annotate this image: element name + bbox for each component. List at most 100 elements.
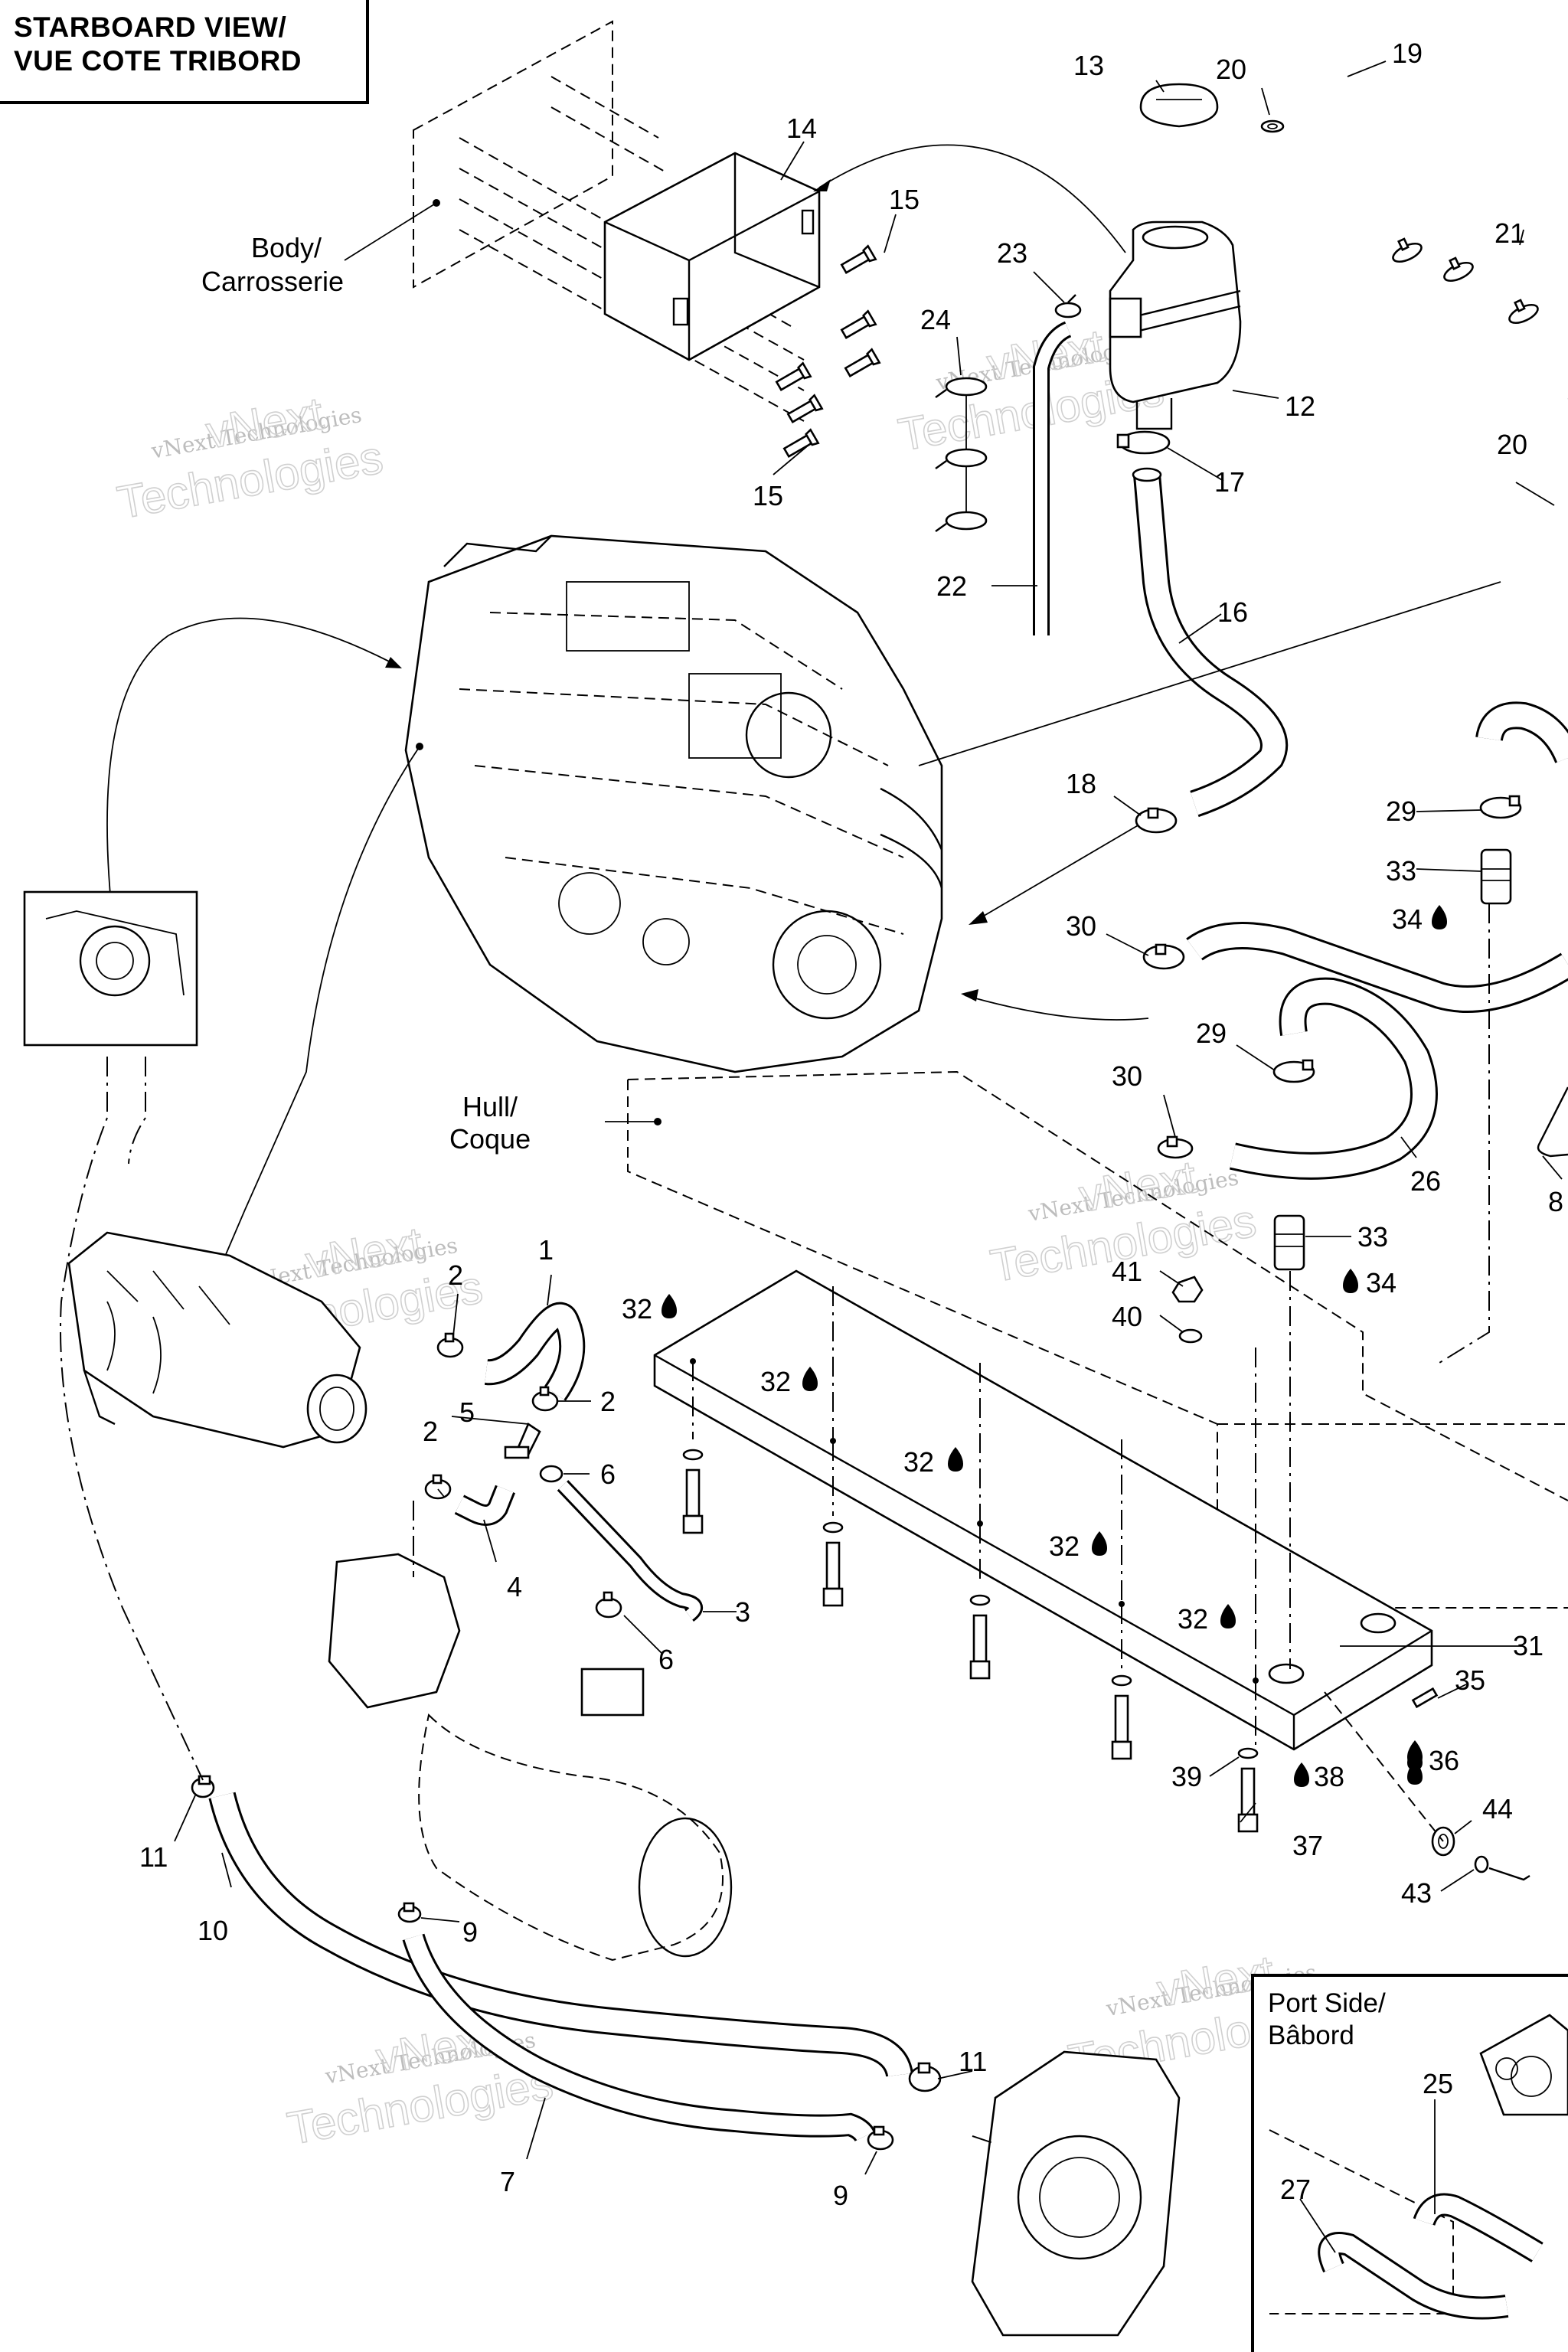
callout-6: 6: [658, 1644, 674, 1675]
inset-drawing: 25 27: [1269, 2014, 1568, 2320]
body-label-line1: Body/: [251, 232, 322, 263]
callout-4: 4: [507, 1571, 522, 1602]
clamp-9a: [397, 1902, 422, 1923]
drop-icon-36: [1407, 1746, 1423, 1770]
callout-24: 24: [920, 304, 951, 335]
radiator-cap: [1139, 83, 1219, 128]
muffler: [328, 1553, 733, 1962]
callout-7: 7: [500, 2166, 515, 2197]
hose-1: [484, 1302, 586, 1401]
callout-32: 32: [1049, 1530, 1080, 1562]
hull-label-line2: Coque: [449, 1123, 531, 1155]
body-label: Body/ Carrosserie: [201, 232, 344, 297]
fitting-33a: [1480, 848, 1512, 905]
callout-29: 29: [1196, 1018, 1227, 1049]
view-title-line1: STARBOARD VIEW/: [14, 11, 287, 43]
inset-title: Port Side/ Bâbord: [1268, 1988, 1386, 2052]
clamp-17: [1116, 430, 1171, 455]
clamps-21: [1392, 237, 1539, 325]
bracket: [603, 152, 821, 361]
callout-18: 18: [1066, 768, 1096, 799]
washer-40: [1178, 1328, 1203, 1344]
clamps-6: [539, 1465, 622, 1619]
callout-43: 43: [1401, 1877, 1432, 1909]
view-title-box: STARBOARD VIEW/ VUE COTE TRIBORD: [0, 0, 369, 104]
callout-32: 32: [1178, 1603, 1208, 1635]
clamp-20-top: [1260, 119, 1285, 133]
hose-3: [557, 1480, 703, 1622]
clamp-9b: [867, 2125, 894, 2151]
nut-41: [1171, 1276, 1204, 1303]
screw-35: [1411, 1687, 1439, 1709]
callout-37: 37: [1292, 1830, 1323, 1861]
clamps-2: [424, 1332, 559, 1500]
callout-6: 6: [600, 1459, 616, 1490]
pump-housing: [971, 2050, 1181, 2337]
callout-21: 21: [1494, 217, 1525, 249]
view-title-line2: VUE COTE TRIBORD: [14, 45, 302, 77]
clamps-24: [935, 377, 988, 532]
hose-19: [1252, 57, 1568, 408]
callout-32: 32: [622, 1293, 652, 1325]
drop-icon-38: [1294, 1762, 1309, 1787]
callout-36: 36: [1429, 1745, 1459, 1776]
inset-title-line2: Bâbord: [1268, 2020, 1354, 2050]
washer-43: [1474, 1855, 1530, 1881]
port-side-inset: Port Side/ Bâbord 25 27: [1251, 1974, 1568, 2352]
callout-2: 2: [448, 1259, 463, 1291]
callout-13: 13: [1073, 50, 1104, 81]
callout-11: 11: [139, 1841, 168, 1873]
long-dash-lines: [60, 1057, 996, 2145]
hose-4: [454, 1485, 515, 1526]
callouts: 1 2 2 2 3 4 5 6 6 7 8 9 9 10 11 11 12 13…: [139, 38, 1563, 2211]
callout-30: 30: [1112, 1060, 1142, 1092]
bracket-8: [1537, 1086, 1568, 1158]
fitting-33b: [1273, 1214, 1305, 1271]
callout-20: 20: [1216, 54, 1246, 85]
mounting-bolts: [682, 1271, 1291, 1833]
engine-block: [404, 534, 943, 1073]
inset-title-line1: Port Side/: [1268, 1988, 1386, 2018]
callout-3: 3: [735, 1596, 750, 1628]
callout-15: 15: [753, 480, 783, 511]
hull-label: Hull/ Coque: [449, 1091, 531, 1155]
callout-41: 41: [1112, 1256, 1142, 1287]
callout-8: 8: [1548, 1186, 1563, 1217]
callout-33: 33: [1357, 1221, 1388, 1253]
callout-32: 32: [903, 1446, 934, 1478]
hose-26: [1186, 701, 1568, 1180]
callout-40: 40: [1112, 1301, 1142, 1332]
callout-32: 32: [760, 1366, 791, 1397]
hose-7: [402, 1933, 876, 2142]
exhaust-manifold: [67, 1231, 368, 1449]
callout-30: 30: [1066, 910, 1096, 942]
callout-5: 5: [459, 1396, 475, 1428]
callout-2: 2: [600, 1386, 616, 1417]
callout-12: 12: [1285, 390, 1315, 422]
callout-19: 19: [1392, 38, 1423, 69]
callout-33: 33: [1386, 855, 1416, 887]
callout-9: 9: [833, 2180, 848, 2211]
callout-31: 31: [1513, 1630, 1544, 1661]
callout-35: 35: [1455, 1664, 1485, 1696]
callout-10: 10: [198, 1915, 228, 1946]
hose-22: [1033, 321, 1072, 635]
callout-26: 26: [1410, 1165, 1441, 1197]
callout-29: 29: [1386, 795, 1416, 827]
callout-14: 14: [786, 113, 817, 144]
callout-17: 17: [1214, 466, 1245, 498]
callout-39: 39: [1171, 1761, 1202, 1792]
callout-2: 2: [423, 1416, 438, 1447]
body-label-line2: Carrosserie: [201, 266, 344, 297]
hull-label-line1: Hull/: [462, 1091, 518, 1122]
mount-plate: [653, 1269, 1433, 1751]
callout-23: 23: [997, 237, 1027, 269]
callout-34: 34: [1392, 903, 1423, 935]
callout-15: 15: [889, 184, 920, 215]
clamp-29a: [1479, 795, 1522, 819]
callout-9: 9: [462, 1916, 478, 1948]
callout-38: 38: [1314, 1761, 1344, 1792]
hose-16: [1132, 467, 1288, 818]
fitting-5: [504, 1423, 541, 1459]
arrows: [106, 144, 1501, 1264]
